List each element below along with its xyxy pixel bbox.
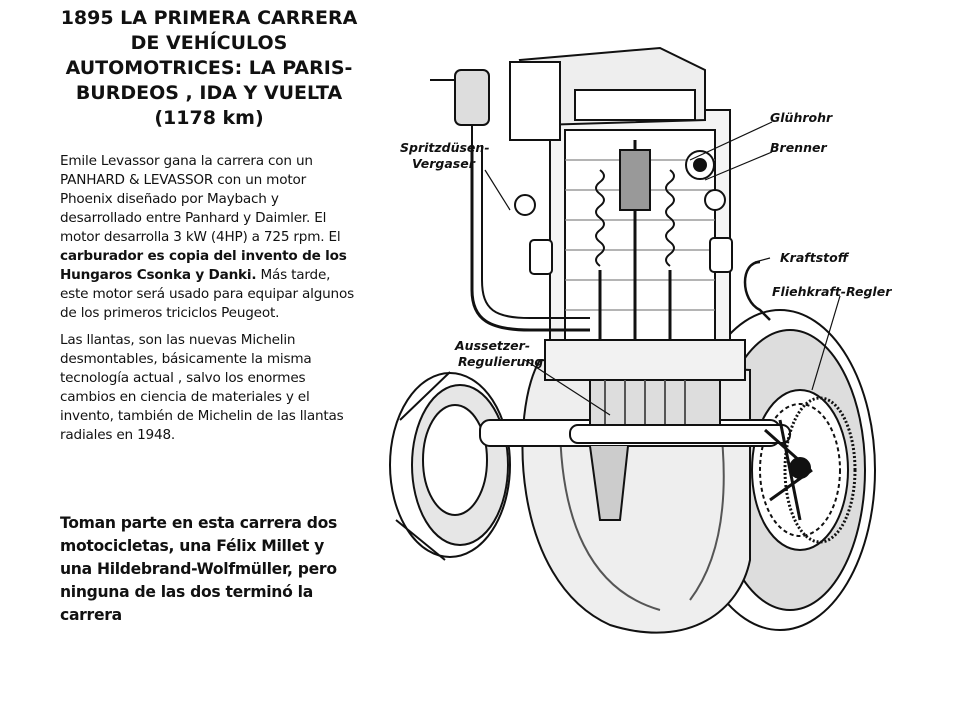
label-spritzdusen: Spritzdüsen- (400, 140, 490, 155)
body-text: Emile Levassor gana la carrera con un PA… (60, 152, 360, 453)
paragraph-levassor-part1: Emile Levassor gana la carrera con un PA… (60, 153, 341, 245)
paragraph-levassor: Emile Levassor gana la carrera con un PA… (60, 152, 360, 323)
slide-title: 1895 LA PRIMERA CARRERA DE VEHÍCULOS AUT… (60, 7, 358, 129)
label-gluhrohr: Glührohr (770, 110, 833, 125)
label-kraftstoff: Kraftstoff (780, 250, 850, 265)
label-regulierung: Regulierung (458, 354, 543, 369)
paragraph-levassor-part2: Más tarde, este motor será usado para eq… (60, 267, 354, 321)
engine-drawing: Spritzdüsen- Vergaser Glührohr Brenner K… (389, 46, 892, 634)
carburetor (454, 69, 490, 126)
engine-illustration: Spritzdüsen- Vergaser Glührohr Brenner K… (360, 0, 960, 720)
closing-paragraph: Toman parte en esta carrera dos motocicl… (60, 514, 338, 624)
label-fliehkraft-regler: Fliehkraft-Regler (772, 284, 892, 299)
label-brenner: Brenner (770, 140, 827, 155)
label-aussetzer: Aussetzer- (454, 338, 530, 353)
paragraph-michelin: Las llantas, son las nuevas Michelin des… (60, 332, 344, 443)
label-vergaser: Vergaser (412, 156, 476, 171)
paragraph-levassor-bold: carburador es copia del invento de los H… (60, 248, 347, 283)
